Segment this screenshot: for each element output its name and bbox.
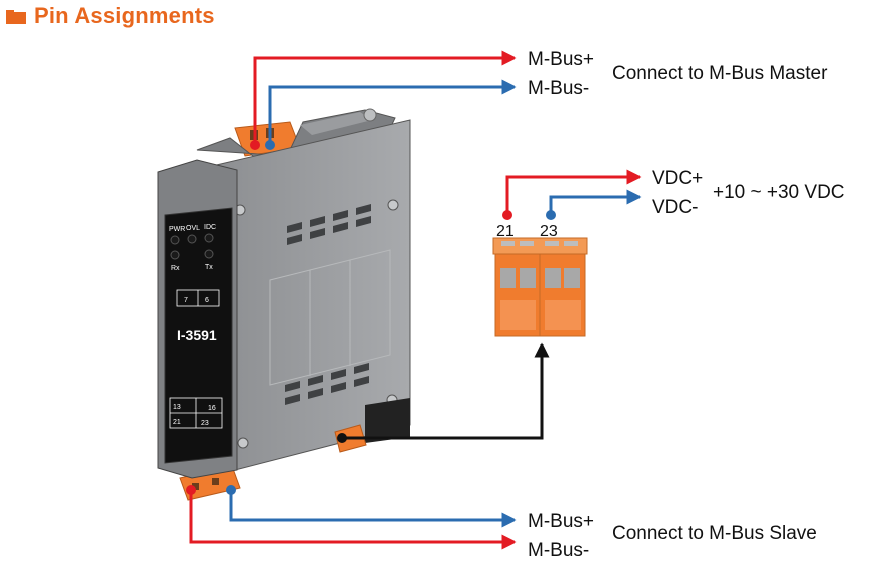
led-pwr-label: PWR [169,226,185,233]
slave-mbus-plus-label: M-Bus+ [528,511,594,532]
led-ovl-label: OVL [186,225,200,232]
page-title: Pin Assignments [34,3,215,28]
led-pwr [170,235,180,245]
vdc-minus-wire [549,189,642,215]
led-tx-label: Tx [205,264,213,271]
power-terminal-connector [492,237,588,337]
master-mbus-minus-wire [268,79,517,145]
terminal-7-label: 7 [184,297,188,304]
led-tx [204,249,214,259]
master-mbus-minus-label: M-Bus- [528,78,589,99]
device-model-label: I-3591 [177,327,217,343]
terminal-16-label: 16 [208,405,216,412]
led-rx [170,250,180,260]
terminal-6-label: 6 [205,297,209,304]
pin-21-label: 21 [496,223,514,240]
led-idc [204,233,214,243]
terminal-21-label: 21 [173,419,181,426]
vdc-range-label: +10 ~ +30 VDC [713,182,845,203]
i-3591-device: PWR OVL IDC Rx Tx 7 6 I-3591 13 16 21 23 [157,108,411,501]
led-rx-label: Rx [171,265,180,272]
led-idc-label: IDC [204,224,216,231]
folder-icon [6,10,26,24]
slave-mbus-minus-label: M-Bus- [528,540,589,561]
slave-caption: Connect to M-Bus Slave [612,523,817,544]
slave-mbus-plus-wire [229,490,517,528]
master-caption: Connect to M-Bus Master [612,63,828,84]
section-header: Pin Assignments [6,3,215,29]
vdc-plus-label: VDC+ [652,168,703,189]
vdc-minus-label: VDC- [652,197,698,218]
master-mbus-plus-label: M-Bus+ [528,49,594,70]
slave-mbus-minus-wire [189,490,517,550]
terminal-13-label: 13 [173,404,181,411]
vdc-plus-wire [505,169,642,215]
power-link-wire [342,342,550,440]
terminal-23-label: 23 [201,420,209,427]
led-ovl [187,234,197,244]
master-mbus-plus-wire [253,50,517,145]
pin-23-label: 23 [540,223,558,240]
